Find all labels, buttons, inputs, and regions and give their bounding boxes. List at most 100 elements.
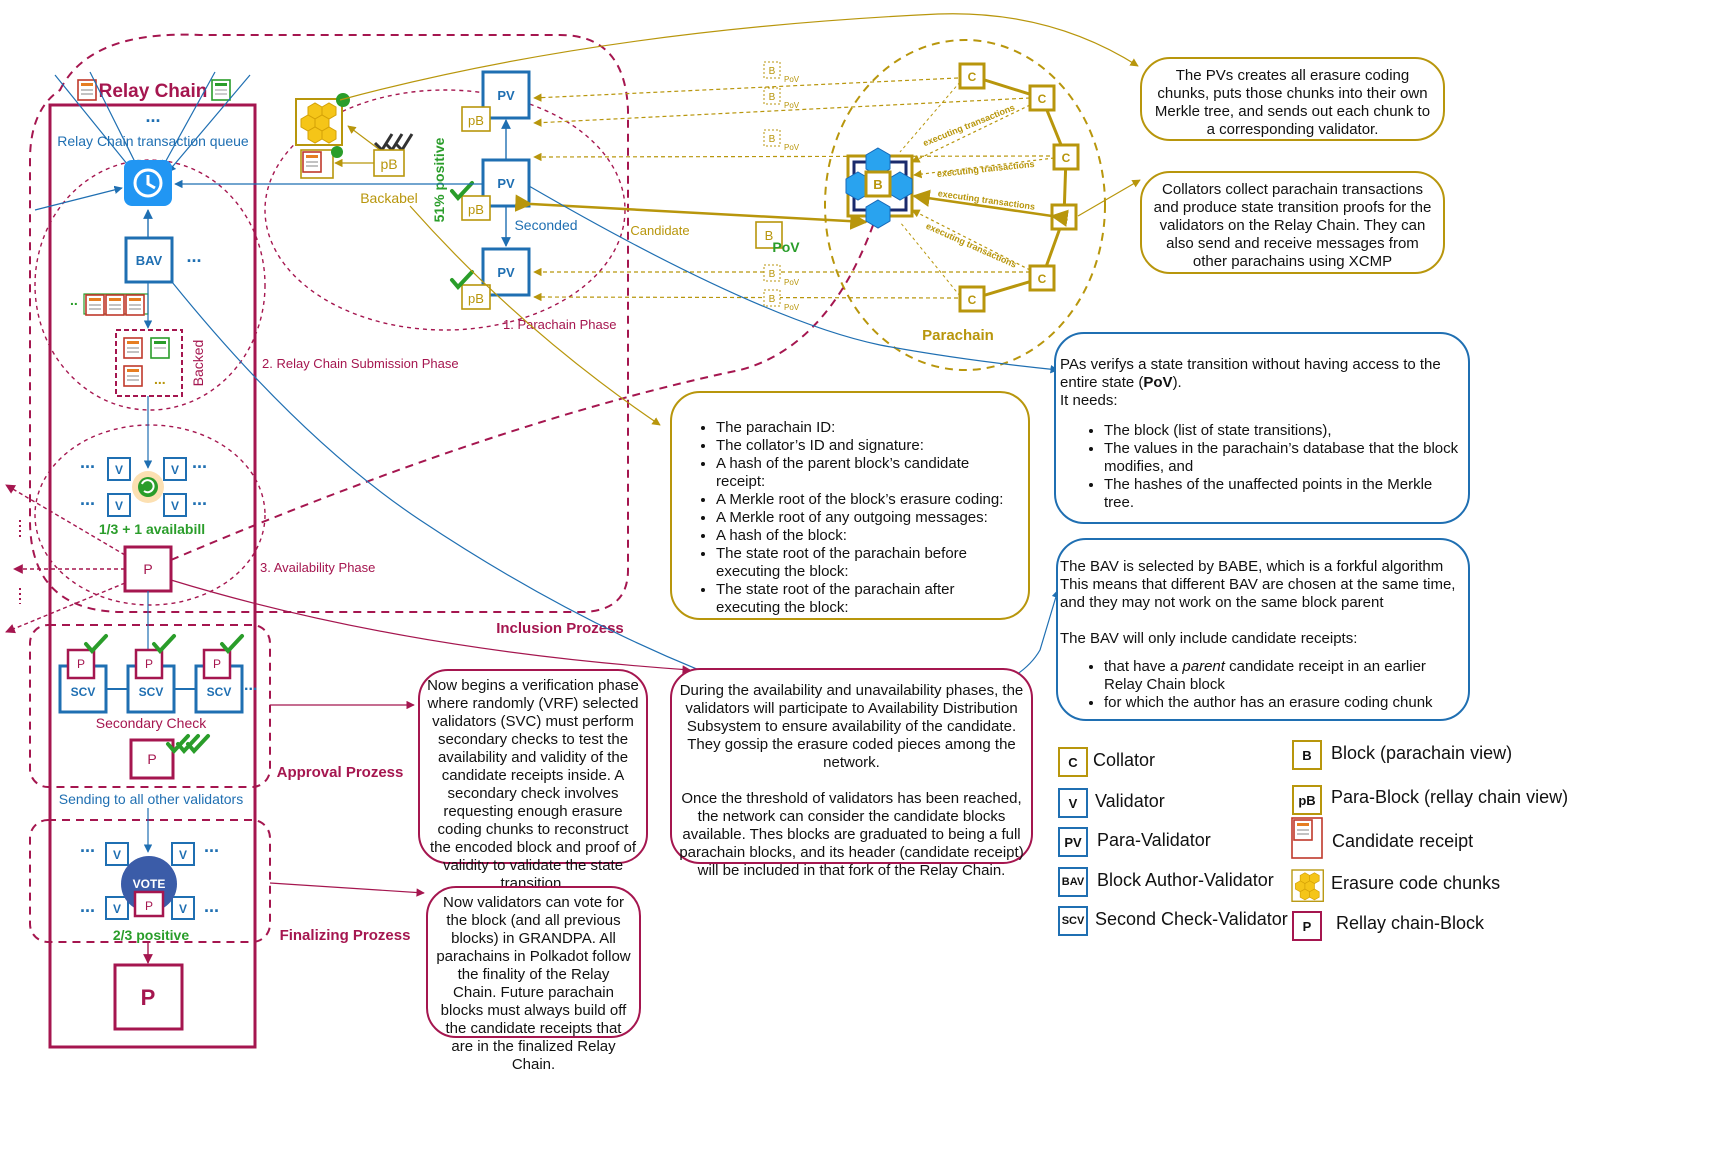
bav-selected: The BAV is selected by BABE, which is a … [1060,558,1444,575]
secondary-check-label: Secondary Check [96,715,208,731]
pov-note: PAs verifys a state transition without h… [1054,332,1470,524]
svg-text:P: P [145,657,153,671]
svg-text:..: .. [70,292,78,308]
svg-text:P: P [77,657,85,671]
svg-text:...: ... [80,452,95,472]
legend-label: Candidate receipt [1332,831,1474,851]
candidate-receipt-item: A hash of the parent block’s candidate r… [716,455,1020,491]
two-thirds-label: 2/3 positive [113,927,189,943]
bav-dots: ... [186,246,201,266]
bav-item: that have a parent candidate receipt in … [1104,658,1462,694]
pv-top: PV pB [461,70,531,132]
svg-text:V: V [171,463,179,477]
pov-list: The block (list of state transitions),Th… [1060,422,1462,512]
collators-note: Collators collect parachain transactions… [1140,171,1445,274]
candidate-receipt-item: The state root of the parachain after ex… [716,581,1020,617]
legend-erasure-icon [1291,869,1324,902]
bav-list: that have a parent candidate receipt in … [1060,658,1462,712]
svg-text:PoV: PoV [784,75,800,84]
svg-text:PoV: PoV [784,278,800,287]
legend-icon-v: V [1058,788,1088,818]
svg-text:P: P [147,751,156,767]
svg-text:V: V [179,848,187,862]
svg-text:V: V [179,902,187,916]
legend-label: Para-Block (rellay chain view) [1331,787,1569,807]
pov-item: The values in the parachain’s database t… [1104,440,1462,476]
svg-text:P: P [141,985,156,1010]
candidate-receipt-item: The parachain ID: [716,419,1020,437]
svg-text:B: B [769,66,776,77]
bav-note: The BAV is selected by BABE, which is a … [1056,538,1470,721]
svg-text:pB: pB [380,156,397,172]
legend-label: Block (parachain view) [1331,743,1513,763]
scv-group: P SCV P SCV P SCV ... [58,634,257,714]
bav-means: This means that different BAV are chosen… [1060,576,1456,611]
availability-threshold-label: 1/3 + 1 availabill [99,521,205,537]
svg-text:V: V [113,848,121,862]
legend-icon-pv: PV [1058,827,1088,857]
candidate-receipt-item: The state root of the parachain before e… [716,545,1020,581]
svg-text:P: P [213,657,221,671]
svg-text:B: B [769,92,776,103]
legend-icon-p: P [1292,911,1322,941]
legend-icon-scv: SCV [1058,906,1088,936]
parachain-block: B [845,147,914,229]
svg-text:...: ... [204,896,219,916]
svg-text:B: B [769,294,776,305]
svg-text:PoV: PoV [784,303,800,312]
bav-node [124,236,174,284]
candidate-receipt-item: A hash of the block: [716,527,1020,545]
voting-note: Now validators can vote for the block (a… [426,886,641,1073]
approval-region [29,624,271,788]
verification-note: Now begins a verification phase where ra… [418,669,648,892]
svg-text:C: C [1062,151,1071,165]
phase-availability-label: 3. Availability Phase [260,560,375,575]
svg-text:V: V [171,499,179,513]
seconded-label: Seconded [514,217,577,233]
queue-label: Relay Chain transaction queue [57,133,249,149]
relay-chain-title: Relay Chain [99,81,208,102]
pov-item: The block (list of state transitions), [1104,422,1462,440]
svg-text:B: B [769,134,776,145]
svg-text:PV: PV [497,88,515,103]
pov-item: The hashes of the unaffected points in t… [1104,476,1462,512]
svg-text:V: V [113,902,121,916]
bav-include: The BAV will only include candidate rece… [1060,630,1358,647]
svg-text:P: P [145,899,153,913]
final-block-p [113,963,184,1031]
legend-icon-c: C [1058,747,1088,777]
approved-block-p [129,738,175,780]
svg-text:SCV: SCV [139,685,164,699]
candidate-label: Candidate [630,223,689,238]
svg-text:C: C [1060,211,1069,225]
inclusion-region [29,33,629,613]
candidate-receipt-note: The parachain ID:The collator’s ID and s… [670,391,1030,620]
pov-intro: PAs verifys a state transition without h… [1060,356,1441,391]
svg-text:V: V [115,499,123,513]
svg-text:V: V [115,463,123,477]
legend-label: Para-Validator [1097,830,1211,850]
svg-text:...: ... [80,489,95,509]
legend-label: Validator [1095,791,1165,811]
svg-text:SCV: SCV [207,685,232,699]
svg-text:...: ... [80,896,95,916]
svg-text:...: ... [244,677,257,694]
svg-text:SCV: SCV [71,685,96,699]
svg-text:C: C [968,293,977,307]
availability-phase-region [34,424,266,606]
positive-label: 51% positive [431,137,447,222]
candidate-receipt-item: A Merkle root of any outgoing messages: [716,509,1020,527]
svg-text:pB: pB [468,113,484,128]
svg-text:B: B [769,269,776,280]
svg-text:P: P [143,561,152,577]
availability-validators: ... V V ... ... V V ... [80,452,207,517]
svg-text:...: ... [192,489,207,509]
svg-text:pB: pB [468,291,484,306]
svg-text:PoV: PoV [772,239,800,255]
legend-label: Collator [1093,750,1156,770]
queue-dots: ... [145,106,160,126]
voting-validators: ... V V ... ... V V ... VOTE P [80,836,219,920]
availability-note: During the availability and unavailabili… [670,668,1033,879]
phase-submission-label: 2. Relay Chain Submission Phase [262,356,459,371]
